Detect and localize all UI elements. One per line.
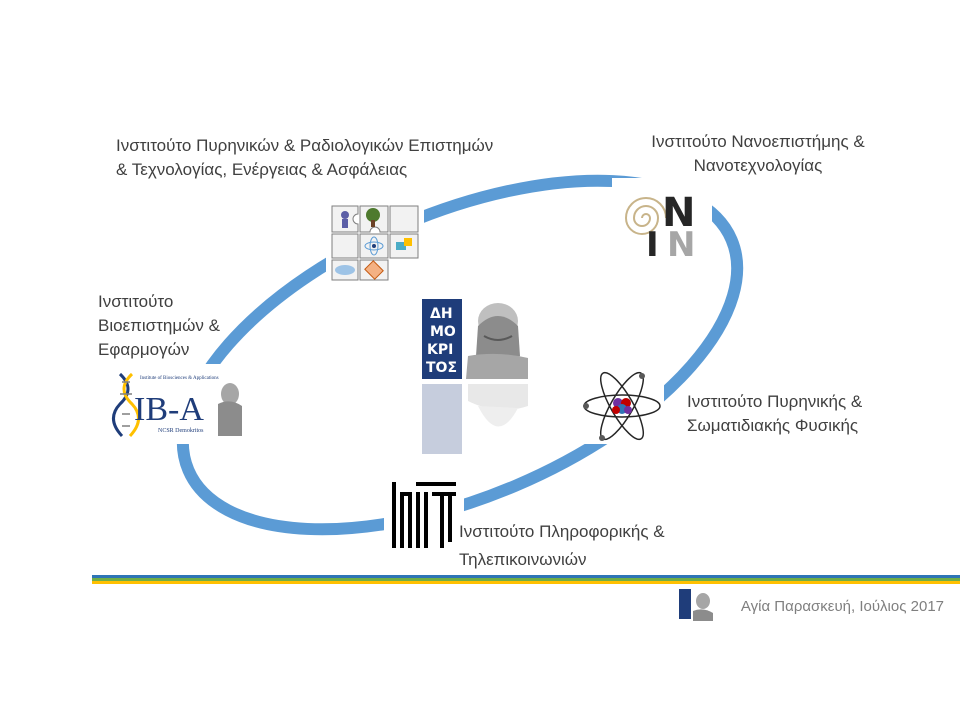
iit-logo [384, 476, 464, 550]
inn-top-letter: N [662, 190, 695, 236]
label-nanoscience-institute: Ινστιτούτο Νανοεπιστήμης & Νανοτεχνολογί… [640, 130, 876, 178]
label-line: Ινστιτούτο Πληροφορικής & [459, 522, 665, 541]
label-line: Τηλεπικοινωνιών [459, 550, 587, 569]
svg-text:ΤΟΣ: ΤΟΣ [426, 360, 457, 376]
iba-small-top: Institute of Biosciences & Applications [140, 376, 219, 381]
label-line: Σωματιδιακής Φυσικής [687, 416, 859, 435]
atom-icon [580, 368, 664, 444]
label-nuclear-radiological-institute: Ινστιτούτο Πυρηνικών & Ραδιολογικών Επισ… [116, 134, 493, 182]
inn-bottom-n: N [667, 225, 695, 262]
label-line: Ινστιτούτο [98, 292, 174, 311]
inn-spiral-logo: N I N [612, 178, 712, 262]
puzzle-pieces-icon [326, 200, 424, 284]
label-line: Ινστιτούτο Πυρηνικών & Ραδιολογικών Επισ… [116, 136, 494, 155]
footer-line-green [92, 578, 960, 581]
label-line: Νανοτεχνολογίας [693, 156, 823, 175]
label-line: Ινστιτούτο Νανοεπιστήμης & [651, 132, 865, 151]
iba-small-bottom: NCSR Demokritos [158, 428, 204, 434]
label-line: Ινστιτούτο Πυρηνικής & [687, 392, 863, 411]
label-line: Εφαρμογών [98, 340, 190, 359]
footer-demokritos-logo [679, 589, 713, 621]
svg-text:ΜΟ: ΜΟ [430, 324, 456, 340]
footer-divider [92, 575, 960, 585]
svg-text:ΚΡΙ: ΚΡΙ [427, 342, 453, 358]
label-line: Βιοεπιστημών & [98, 316, 220, 335]
inn-bottom-i: I [646, 225, 659, 262]
label-informatics-institute: Ινστιτούτο Πληροφορικής & Τηλεπικοινωνιώ… [459, 518, 665, 574]
iba-text: IB-A [134, 391, 204, 428]
label-nuclear-particle-institute: Ινστιτούτο Πυρηνικής & Σωματιδιακής Φυσι… [687, 390, 862, 438]
demokritos-bust-logo: ΔΗ ΜΟ ΚΡΙ ΤΟΣ [418, 296, 530, 466]
svg-text:ΔΗ: ΔΗ [430, 306, 453, 322]
label-line: & Τεχνολογίας, Ενέργειας & Ασφάλειας [116, 160, 408, 179]
footer-line-yellow [92, 581, 960, 584]
iba-dna-logo: Institute of Biosciences & Applications … [106, 364, 244, 444]
footer-line-blue [92, 575, 960, 578]
label-biosciences-institute: Ινστιτούτο Βιοεπιστημών & Εφαρμογών [98, 290, 220, 362]
footer-location-date: Αγία Παρασκευή, Ιούλιος 2017 [740, 598, 944, 615]
